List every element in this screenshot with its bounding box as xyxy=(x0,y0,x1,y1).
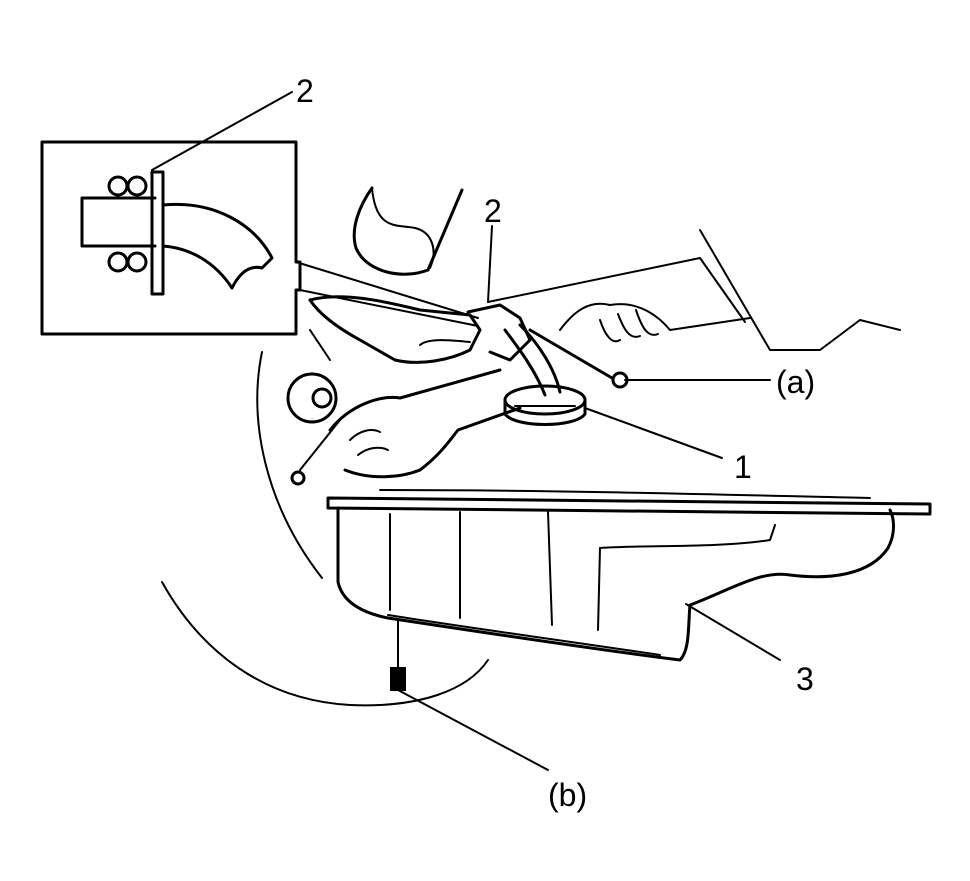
oil-pan-inner-edge xyxy=(599,524,776,549)
pulley-belts xyxy=(299,329,341,471)
upper-line-1 xyxy=(487,257,746,323)
bolt-b-head xyxy=(390,667,406,691)
inset-connector-top xyxy=(295,261,479,319)
oil-pan xyxy=(161,489,932,707)
oil-pan-bottom-inner xyxy=(387,614,661,656)
leader-lines xyxy=(151,91,781,771)
leader-3 xyxy=(685,603,781,661)
cylinder-cap xyxy=(352,186,464,276)
label-torque-b: (b) xyxy=(548,777,587,813)
oil-pan-flange-top xyxy=(379,489,871,499)
cylinder-cap-inner xyxy=(371,187,435,269)
inset-oring-bottom-1 xyxy=(107,251,129,273)
inset-oring-bottom-2 xyxy=(126,251,148,273)
bolt-a-shank xyxy=(528,328,614,380)
inset-oring-top-2 xyxy=(126,175,148,197)
hand-left-detail xyxy=(349,429,389,456)
inset-plate xyxy=(150,170,165,296)
leader-b xyxy=(397,689,549,771)
crank-ridges xyxy=(599,309,659,343)
strainer-pipe xyxy=(503,323,562,397)
oil-pan-flange xyxy=(326,496,932,516)
crank-right xyxy=(559,302,751,331)
leader-2-inset xyxy=(151,91,293,171)
inset-oring-top-1 xyxy=(107,175,129,197)
arc-left xyxy=(256,351,323,579)
inset-curved-pipe xyxy=(161,202,274,290)
oil-pan-body xyxy=(336,506,895,662)
label-part-1: 1 xyxy=(734,449,752,485)
upper-line-2 xyxy=(699,229,901,351)
strainer-body-detail xyxy=(419,339,471,346)
label-part-2-main: 2 xyxy=(484,193,502,229)
strainer-screen-side xyxy=(503,398,587,426)
pulley-hub xyxy=(311,387,333,409)
arc-bottom xyxy=(161,581,489,707)
leader-2-main xyxy=(487,225,493,303)
inset-shaft xyxy=(80,196,157,248)
label-part-3: 3 xyxy=(796,661,814,697)
small-bolt xyxy=(290,470,306,486)
inset-detail xyxy=(40,140,479,336)
callout-labels: 2 2 (a) 1 3 (b) xyxy=(296,73,815,813)
strainer-body xyxy=(308,295,482,364)
hand-left xyxy=(328,368,522,479)
inset-connector-bottom xyxy=(299,289,479,327)
label-torque-a: (a) xyxy=(776,364,815,400)
label-part-2-inset: 2 xyxy=(296,73,314,109)
pulley xyxy=(286,372,338,424)
leader-1 xyxy=(584,407,723,459)
strainer-assembly xyxy=(256,186,901,579)
oil-pan-ribs xyxy=(389,511,601,631)
